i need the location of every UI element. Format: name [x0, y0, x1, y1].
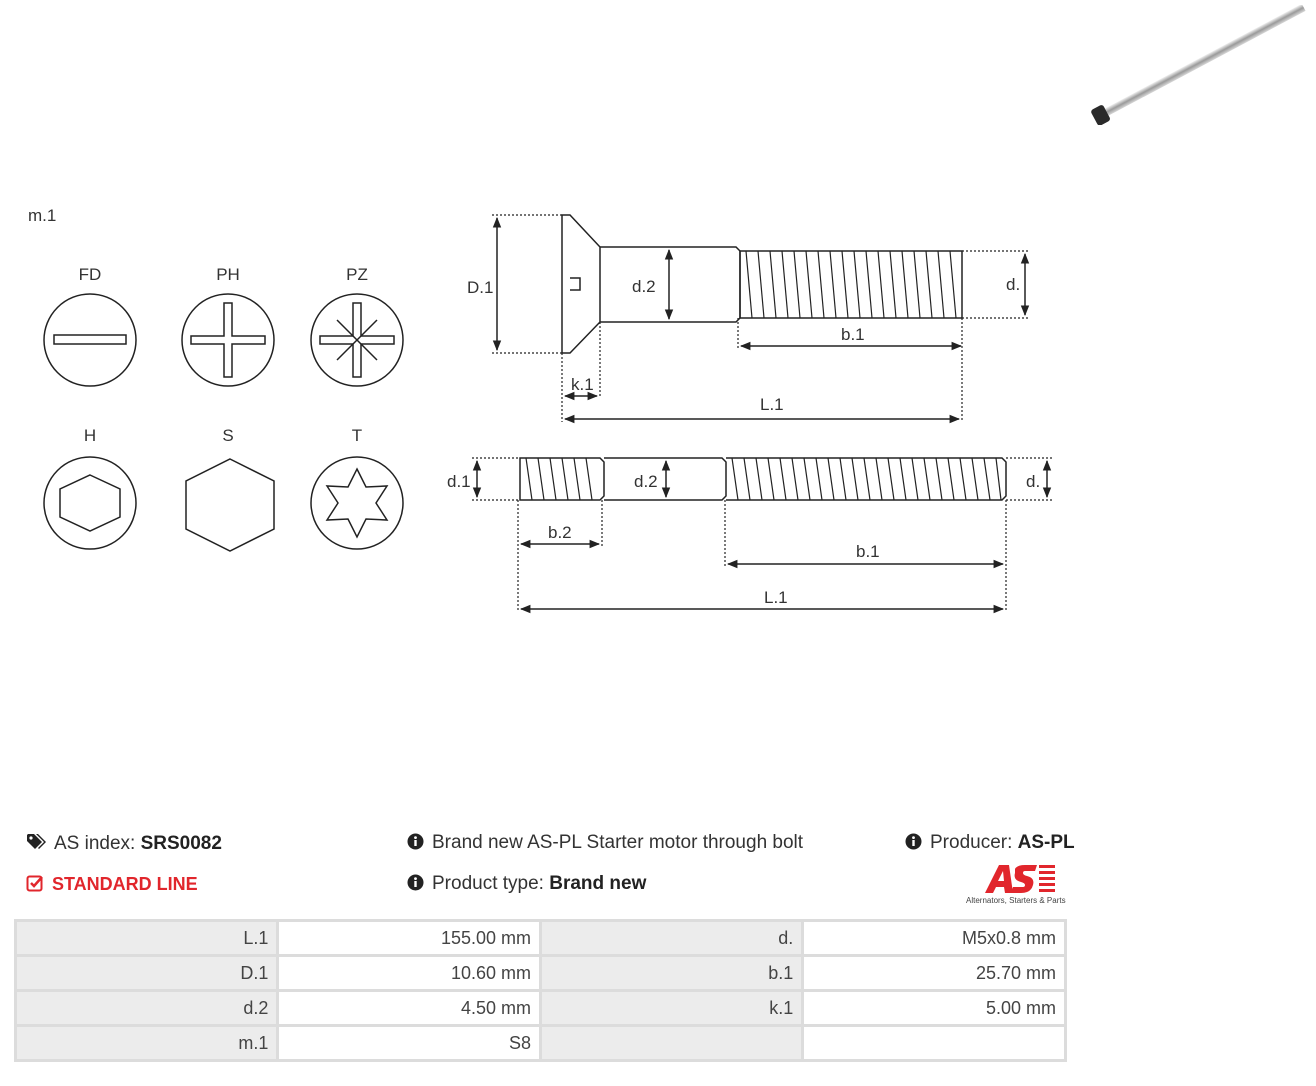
standard-line-badge: STANDARD LINE	[26, 874, 198, 897]
L1-label-top: L.1	[760, 395, 784, 414]
L1-label-bottom: L.1	[764, 588, 788, 607]
product-type-label: Product type:	[432, 873, 544, 894]
spec-key: L.1	[13, 919, 280, 957]
spec-value	[801, 1024, 1067, 1062]
flat-drive-icon	[43, 293, 137, 387]
producer-label: Producer:	[930, 832, 1013, 853]
spec-key: D.1	[13, 954, 280, 992]
tags-icon	[26, 832, 48, 856]
phillips-drive-icon	[181, 293, 275, 387]
d2-label-bottom: d.2	[634, 472, 658, 491]
spec-value: 5.00 mm	[801, 989, 1067, 1027]
bolt-photo	[1091, 5, 1306, 125]
d-label-top: d.	[1006, 275, 1020, 294]
k1-label: k.1	[571, 375, 594, 394]
d2-label-top: d.2	[632, 277, 656, 296]
fd-label: FD	[79, 265, 102, 284]
hex-head-icon	[185, 458, 275, 552]
s-label: S	[222, 426, 233, 445]
as-pl-logo	[985, 865, 1055, 893]
D1-label: D.1	[467, 278, 493, 297]
hex-socket-icon	[43, 456, 137, 550]
spec-value: 10.60 mm	[276, 954, 542, 992]
specs-table: L.1 155.00 mm d. M5x0.8 mm D.1 10.60 mm …	[13, 919, 1067, 1062]
producer: Producer: AS-PL	[905, 832, 1075, 856]
check-square-icon	[26, 874, 44, 897]
description-text: Brand new AS-PL Starter motor through bo…	[432, 832, 804, 853]
spec-key: m.1	[13, 1024, 280, 1062]
spec-value: S8	[276, 1024, 542, 1062]
standard-line-text: STANDARD LINE	[52, 874, 198, 894]
spec-key: d.	[538, 919, 805, 957]
table-row: D.1 10.60 mm b.1 25.70 mm	[13, 954, 1067, 992]
logo-tagline: Alternators, Starters & Parts	[966, 896, 1066, 905]
producer-value: AS-PL	[1017, 832, 1075, 853]
info-icon	[407, 833, 424, 856]
t-label: T	[352, 426, 362, 445]
bolt-dimension-diagram: D.1 d.2 d. b.1 k.1 L.1 d.1 d.2 d. b.2 b.…	[447, 214, 1052, 614]
description: Brand new AS-PL Starter motor through bo…	[407, 832, 803, 856]
drive-types-diagram: FD PH PZ H S T	[43, 265, 404, 552]
info-icon	[407, 874, 424, 897]
ph-label: PH	[216, 265, 240, 284]
h-label: H	[84, 426, 96, 445]
torx-drive-icon	[310, 456, 404, 550]
table-row: d.2 4.50 mm k.1 5.00 mm	[13, 989, 1067, 1027]
pozidriv-drive-icon	[310, 293, 404, 387]
spec-key: d.2	[13, 989, 280, 1027]
info-icon	[905, 833, 922, 856]
b1-label-top: b.1	[841, 325, 865, 344]
as-index-value: SRS0082	[140, 833, 222, 855]
as-index-label: AS index:	[54, 833, 136, 855]
b2-label: b.2	[548, 523, 572, 542]
product-type-value: Brand new	[549, 873, 647, 894]
pz-label: PZ	[346, 265, 368, 284]
spec-key: b.1	[538, 954, 805, 992]
spec-value: 4.50 mm	[276, 989, 542, 1027]
spec-key: k.1	[538, 989, 805, 1027]
as-index: AS index: SRS0082	[26, 832, 222, 856]
m1-label: m.1	[28, 206, 57, 225]
spec-value: 155.00 mm	[276, 919, 542, 957]
spec-value: 25.70 mm	[801, 954, 1067, 992]
d-label-bottom: d.	[1026, 472, 1040, 491]
product-type: Product type: Brand new	[407, 873, 646, 897]
d1-label: d.1	[447, 472, 471, 491]
spec-key	[538, 1024, 805, 1062]
spec-value: M5x0.8 mm	[801, 919, 1067, 957]
b1-label-bottom: b.1	[856, 542, 880, 561]
table-row: m.1 S8	[13, 1024, 1067, 1062]
table-row: L.1 155.00 mm d. M5x0.8 mm	[13, 919, 1067, 957]
